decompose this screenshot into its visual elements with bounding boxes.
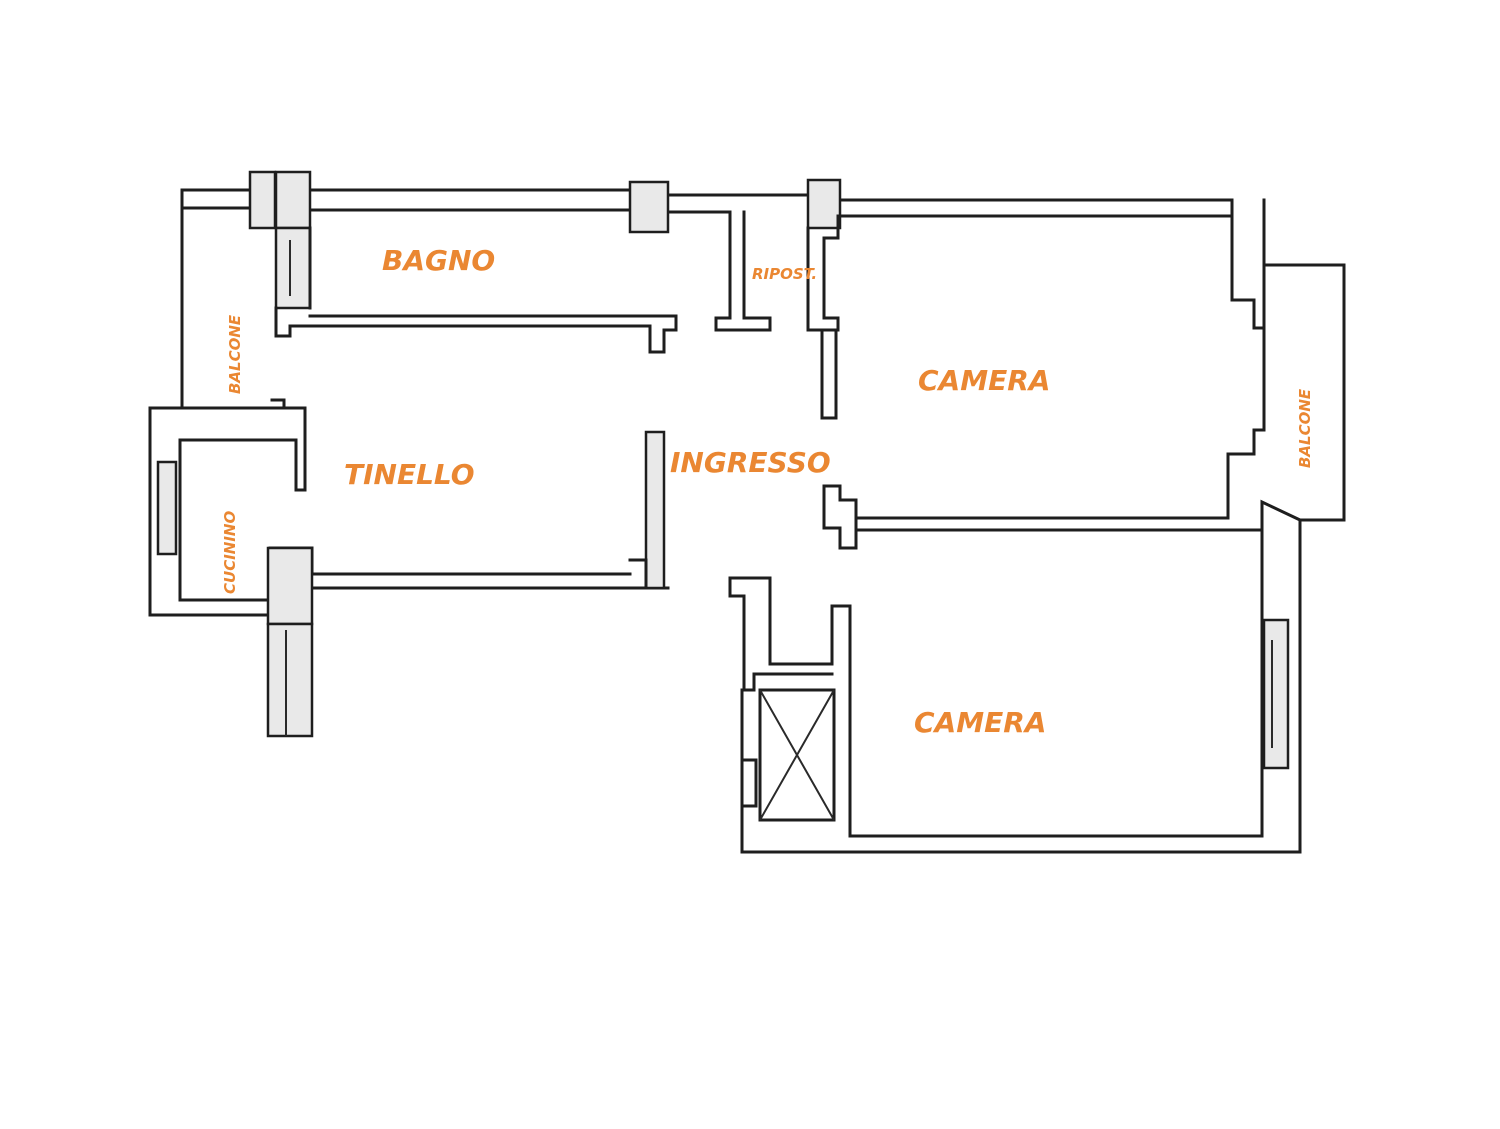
camera-top-walls <box>822 198 1346 854</box>
label-tinello: TINELLO <box>344 458 475 491</box>
outer-walls <box>148 170 1234 738</box>
label-camera-top: CAMERA <box>918 364 1050 397</box>
label-balcone-left: BALCONE <box>226 314 244 394</box>
label-balcone-right: BALCONE <box>1296 388 1314 468</box>
label-camera-bottom: CAMERA <box>914 706 1046 739</box>
camera-bottom-walls <box>728 528 1302 854</box>
room-labels: BAGNO RIPOST. CAMERA TINELLO INGRESSO CA… <box>221 244 1314 739</box>
bagno-walls <box>274 226 678 354</box>
label-ingresso: INGRESSO <box>670 446 831 479</box>
label-cucinino: CUCININO <box>221 511 239 594</box>
label-ripost: RIPOST. <box>752 265 817 283</box>
label-bagno: BAGNO <box>382 244 495 277</box>
ripost-walls <box>714 210 840 420</box>
